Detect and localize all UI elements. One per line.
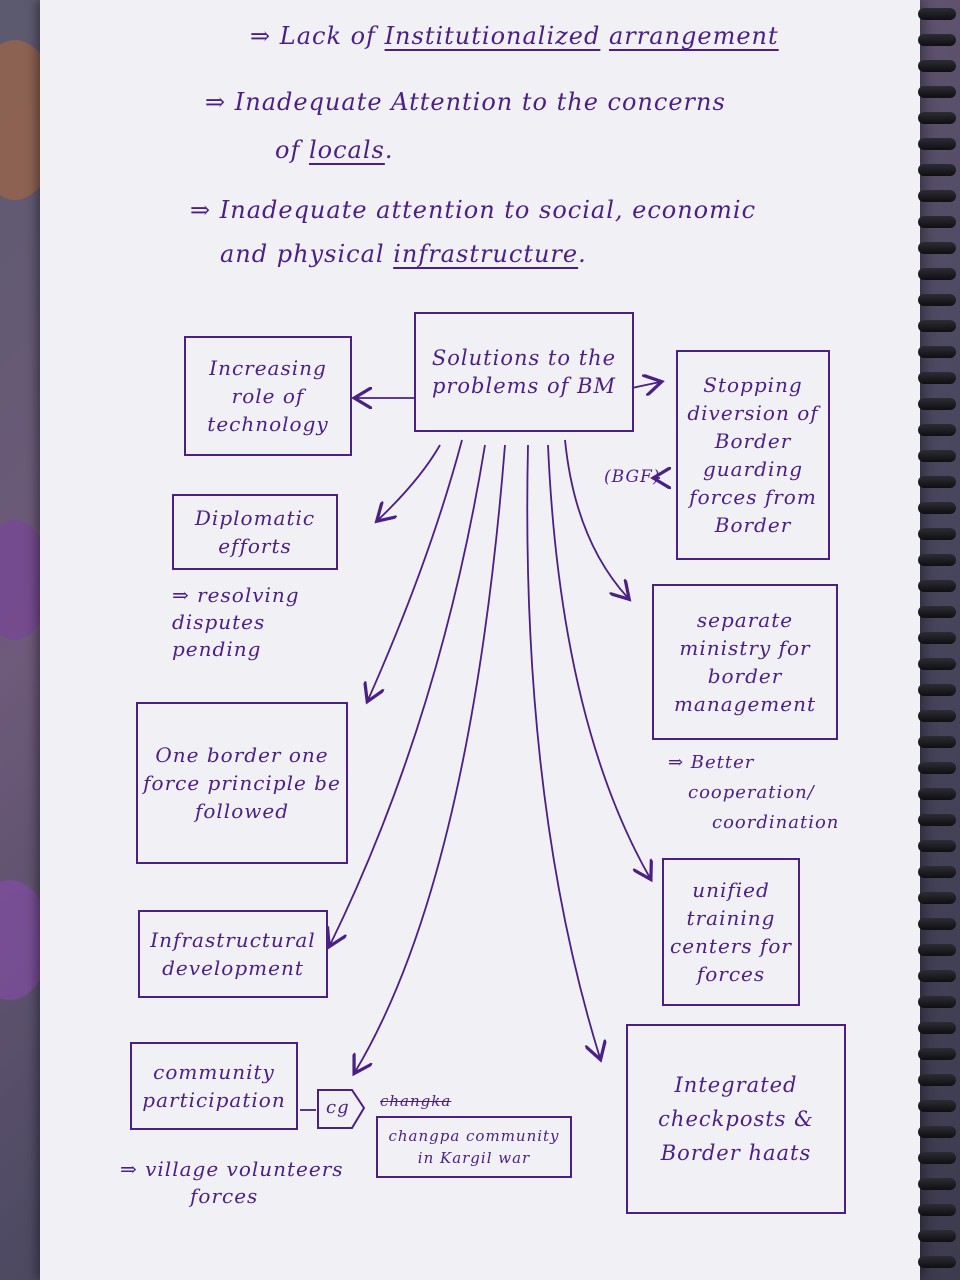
notebook-page (40, 0, 920, 1280)
ministry-label: separate ministry for border management (673, 608, 817, 716)
spiral-ring (918, 346, 956, 358)
spiral-ring (918, 112, 956, 124)
spiral-ring (918, 606, 956, 618)
stopping-label: Stopping diversion of Border guarding fo… (687, 373, 819, 537)
spiral-ring (918, 892, 956, 904)
spiral-ring (918, 294, 956, 306)
infra-box: Infrastructural development (138, 910, 328, 998)
diplomatic-box: Diplomatic efforts (172, 494, 338, 570)
stopping-box: Stopping diversion of Border guarding fo… (676, 350, 830, 560)
spiral-ring (918, 242, 956, 254)
spiral-ring (918, 60, 956, 72)
spiral-ring (918, 658, 956, 670)
arrow-to-ministry (564, 439, 628, 598)
spiral-ring (918, 1204, 956, 1216)
arrow-to-one-border (368, 439, 463, 700)
spiral-ring (918, 1074, 956, 1086)
spiral-ring (918, 1256, 956, 1268)
spiral-ring (918, 1230, 956, 1242)
spiral-ring (918, 632, 956, 644)
intro-point-1: ⇒ Lack of Institutionalized arrangement (250, 22, 779, 50)
spiral-ring (918, 34, 956, 46)
spiral-ring (918, 502, 956, 514)
cg-note-box: changpa community in Kargil war (376, 1116, 572, 1178)
spiral-ring (918, 788, 956, 800)
center-solutions-label: Solutions to the problems of BM (431, 346, 617, 398)
checkposts-box: Integrated checkposts & Border haats (626, 1024, 846, 1214)
spiral-ring (918, 268, 956, 280)
spiral-ring (918, 424, 956, 436)
arrow-to-infra (330, 444, 486, 945)
spiral-ring (918, 554, 956, 566)
spiral-ring (918, 1048, 956, 1060)
arrow-to-training (547, 444, 650, 878)
spiral-ring (918, 866, 956, 878)
spiral-ring (918, 1126, 956, 1138)
one-border-label: One border one force principle be follow… (143, 743, 341, 823)
spiral-ring (918, 684, 956, 696)
spiral-ring (918, 138, 956, 150)
intro-point-2-cont: of locals. (275, 136, 394, 164)
infra-label: Infrastructural development (150, 928, 316, 980)
spiral-ring (918, 918, 956, 930)
spiral-ring (918, 86, 956, 98)
ministry-box: separate ministry for border management (652, 584, 838, 740)
arrow-to-checkposts (526, 444, 600, 1058)
spiral-ring (918, 580, 956, 592)
spiral-ring (918, 1100, 956, 1112)
spiral-ring (918, 1152, 956, 1164)
cg-tag-label: cg (326, 1097, 350, 1118)
intro-point-3: ⇒ Inadequate attention to social, econom… (190, 196, 757, 224)
checkposts-label: Integrated checkposts & Border haats (658, 1073, 814, 1165)
intro-point-2: ⇒ Inadequate Attention to the concerns (205, 88, 726, 116)
spiral-binding (900, 0, 960, 1280)
spiral-ring (918, 216, 956, 228)
spiral-ring (918, 996, 956, 1008)
technology-box: Increasing role of technology (184, 336, 352, 456)
bgf-note: (BGF) (604, 467, 661, 487)
spiral-ring (918, 398, 956, 410)
training-label: unified training centers for forces (670, 878, 792, 986)
spiral-ring (918, 320, 956, 332)
intro-point-3-cont: and physical infrastructure. (220, 240, 587, 268)
cg-tag-outline (317, 1089, 366, 1129)
technology-label: Increasing role of technology (207, 356, 329, 436)
spiral-ring (918, 372, 956, 384)
community-note: ⇒ village volunteers forces (120, 1157, 344, 1208)
spiral-ring (918, 736, 956, 748)
community-label: community participation (142, 1060, 286, 1112)
training-box: unified training centers for forces (662, 858, 800, 1006)
spiral-ring (918, 710, 956, 722)
arrow-to-community (355, 444, 506, 1072)
spiral-ring (918, 164, 956, 176)
spiral-ring (918, 1022, 956, 1034)
cg-struck-text: changka (380, 1092, 452, 1110)
one-border-box: One border one force principle be follow… (136, 702, 348, 864)
spiral-ring (918, 450, 956, 462)
community-box: community participation (130, 1042, 298, 1130)
spiral-ring (918, 1178, 956, 1190)
diplomatic-label: Diplomatic efforts (194, 506, 316, 558)
ministry-note: ⇒ Better cooperation/ coordination (668, 752, 840, 833)
spiral-ring (918, 762, 956, 774)
spiral-ring (918, 840, 956, 852)
spiral-ring (918, 970, 956, 982)
diplomatic-note: ⇒ resolving disputes pending (172, 583, 300, 661)
spiral-ring (918, 8, 956, 20)
spiral-ring (918, 814, 956, 826)
spiral-ring (918, 528, 956, 540)
center-solutions-box: Solutions to the problems of BM (414, 312, 634, 432)
spiral-ring (918, 190, 956, 202)
arrow-to-stopping (631, 382, 660, 388)
spiral-ring (918, 476, 956, 488)
arrow-to-diplomatic (378, 444, 441, 520)
spiral-ring (918, 944, 956, 956)
